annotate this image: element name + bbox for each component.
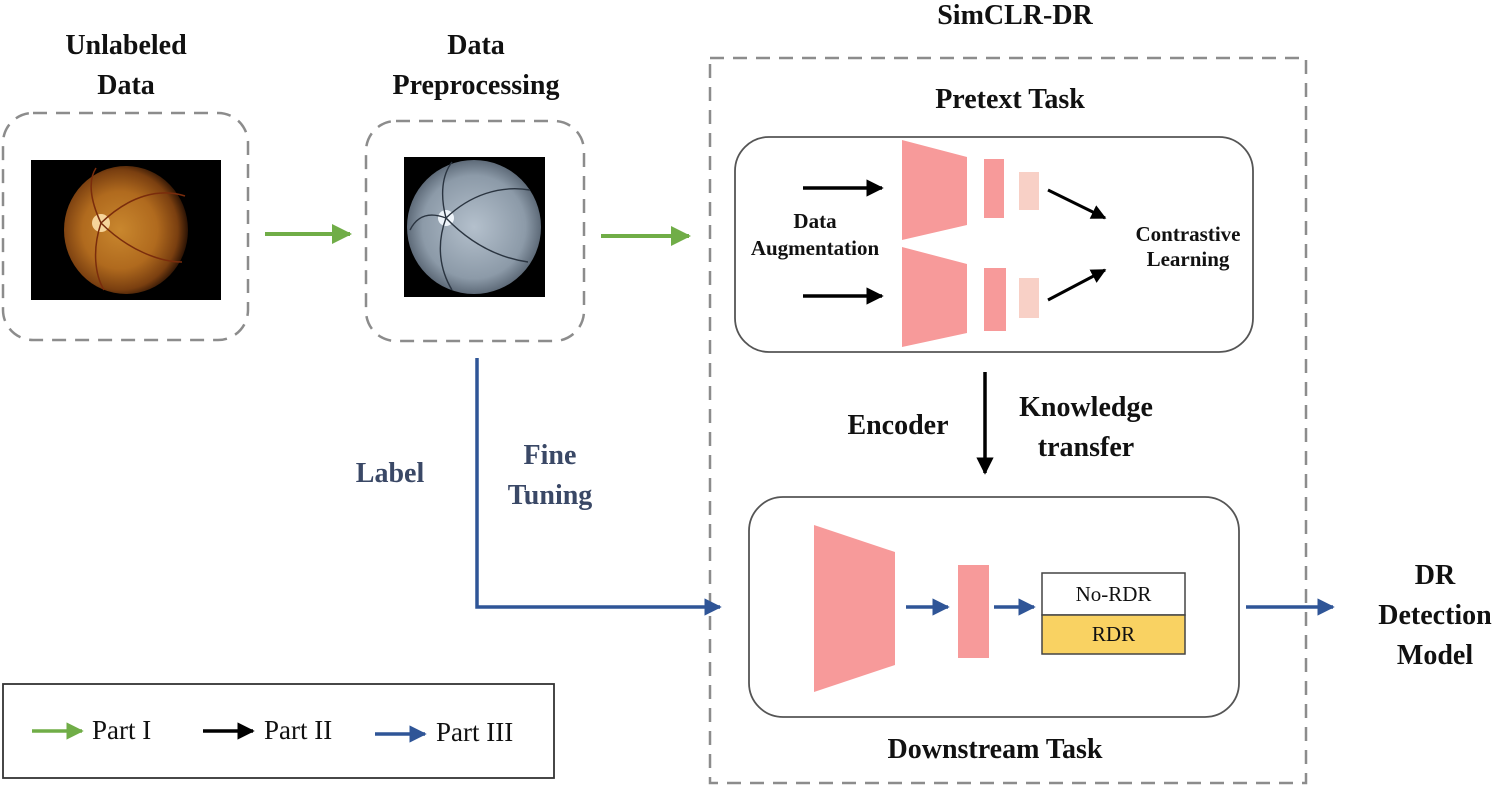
augmentation-line1: Data	[793, 209, 837, 233]
result-line3: Model	[1396, 640, 1474, 671]
encoder-trapezoid-downstream	[814, 525, 895, 692]
knowledge-transfer-label: Knowledge transfer	[996, 388, 1176, 468]
dr-detection-model-label: DR Detection Model	[1370, 556, 1500, 676]
preprocessing-line2: Preprocessing	[392, 70, 560, 101]
pretext-task-title: Pretext Task	[935, 84, 1085, 115]
contrastive-line1: Contrastive	[1135, 222, 1241, 246]
legend-part3-label: Part III	[436, 717, 514, 747]
output-rdr-cell	[1041, 614, 1186, 655]
encoder-trapezoid-top	[902, 140, 967, 240]
output-no-rdr-cell	[1041, 572, 1186, 616]
unlabeled-data-label: Unlabeled Data	[26, 26, 226, 106]
preprocessing-frame	[364, 119, 586, 343]
legend-box	[2, 683, 555, 779]
unlabeled-line2: Data	[97, 70, 155, 101]
fine-tuning-line2: Tuning	[507, 480, 593, 511]
unlabeled-data-frame	[1, 111, 250, 342]
downstream-task-box	[748, 496, 1240, 718]
encoder-label: Encoder	[847, 410, 949, 441]
contrastive-line2: Learning	[1146, 247, 1230, 271]
preprocessing-label: Data Preprocessing	[356, 26, 596, 106]
legend-part2-label: Part II	[264, 715, 333, 745]
augmentation-line2: Augmentation	[750, 236, 880, 260]
fine-tuning-line1: Fine	[523, 440, 577, 471]
knowledge-line1: Knowledge	[1019, 392, 1153, 423]
label-text: Label	[355, 458, 425, 489]
legend-part1-label: Part I	[92, 715, 152, 745]
arrow-to-contrastive-top	[1047, 188, 1107, 220]
result-line2: Detection	[1378, 600, 1492, 631]
output-no-rdr: No-RDR	[1075, 582, 1152, 606]
simclr-dr-frame	[708, 56, 1308, 785]
diagram-title: SimCLR-DR	[937, 0, 1093, 31]
pretext-task-box	[734, 136, 1254, 353]
output-rdr: RDR	[1091, 622, 1136, 646]
fine-tuning-label: Fine Tuning	[480, 436, 620, 516]
arrow-to-contrastive-bottom	[1047, 268, 1107, 302]
projection-head-top	[984, 159, 1004, 218]
encoder-trapezoid-bottom	[902, 247, 967, 347]
projection-head-bottom	[984, 268, 1006, 331]
unlabeled-line1: Unlabeled	[65, 30, 187, 61]
arrow-fine-tuning	[475, 358, 722, 616]
data-augmentation-label: Data Augmentation	[730, 208, 900, 262]
downstream-task-title: Downstream Task	[887, 734, 1103, 765]
classifier-block	[958, 565, 989, 658]
knowledge-line2: transfer	[1037, 432, 1135, 463]
embedding-top	[1019, 172, 1039, 210]
preprocessing-line1: Data	[447, 30, 505, 61]
result-line1: DR	[1414, 560, 1456, 591]
embedding-bottom	[1019, 278, 1039, 318]
contrastive-learning-label: Contrastive Learning	[1118, 222, 1258, 272]
